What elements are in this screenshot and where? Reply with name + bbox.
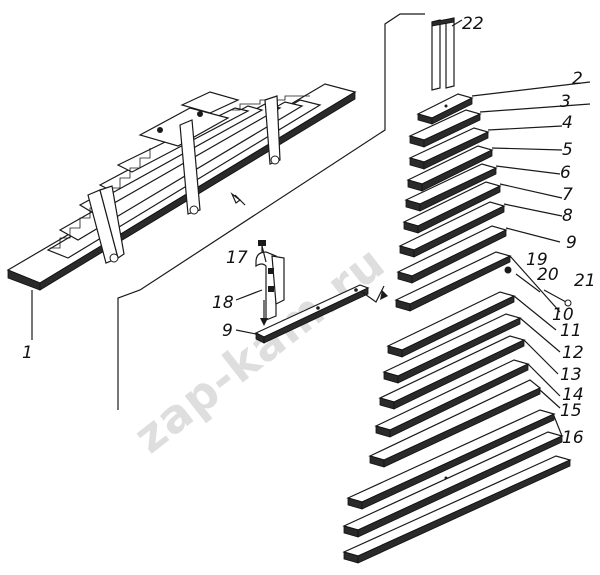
callout-17: 17 (226, 248, 248, 268)
callout-9-right: 9 (566, 233, 577, 253)
bolt-20 (515, 273, 541, 293)
leader-lines (235, 81, 591, 437)
callout-9-left: 9 (222, 321, 233, 341)
leaf-5 (406, 145, 494, 192)
assembled-leaf-spring (6, 83, 357, 340)
callout-13: 13 (560, 365, 582, 385)
leaf-16a (346, 409, 556, 510)
leaf-10 (394, 251, 512, 312)
leaf-4 (408, 127, 490, 170)
callout-14: 14 (562, 385, 584, 405)
leaf-2 (416, 93, 474, 125)
callout-5: 5 (562, 140, 573, 160)
leaf-6 (404, 163, 498, 212)
callout-12: 12 (562, 343, 584, 363)
callout-6: 6 (560, 163, 571, 183)
clamp-22 (431, 17, 463, 91)
watermark: zap-kam.ru (124, 235, 395, 464)
nut-19 (504, 266, 512, 274)
callout-2: 2 (572, 69, 583, 89)
callout-1: 1 (22, 343, 33, 363)
callout-10: 10 (552, 305, 574, 325)
exploded-leaf-stack (342, 93, 572, 564)
callout-16: 16 (562, 428, 584, 448)
callout-22: 22 (462, 14, 484, 34)
callout-18: 18 (212, 293, 234, 313)
leaf-8 (398, 201, 506, 258)
leaf-16c (342, 455, 572, 564)
callout-8: 8 (562, 206, 573, 226)
leaf-3 (408, 109, 482, 148)
callout-21: 21 (574, 271, 596, 291)
callout-7: 7 (562, 185, 573, 205)
callout-4: 4 (562, 113, 573, 133)
leaf-16b (342, 431, 564, 538)
callout-labels: 1 2 3 4 5 6 7 8 9 9 10 11 12 13 14 15 16… (22, 14, 596, 448)
leaf-9-clamp-detail (254, 240, 388, 344)
callout-19: 19 (526, 250, 548, 270)
callout-3: 3 (560, 92, 571, 112)
assembly-separator (117, 13, 425, 410)
leaf-12 (382, 313, 522, 384)
callout-11: 11 (560, 321, 582, 341)
bolt-21 (543, 289, 567, 303)
callout-20: 20 (537, 265, 559, 285)
callout-15: 15 (560, 401, 582, 421)
leaf-9 (396, 225, 508, 284)
leaf-15 (368, 379, 542, 468)
leaf-7 (402, 181, 502, 234)
center-bolt-parts (504, 266, 572, 307)
leaf-13 (378, 335, 526, 410)
